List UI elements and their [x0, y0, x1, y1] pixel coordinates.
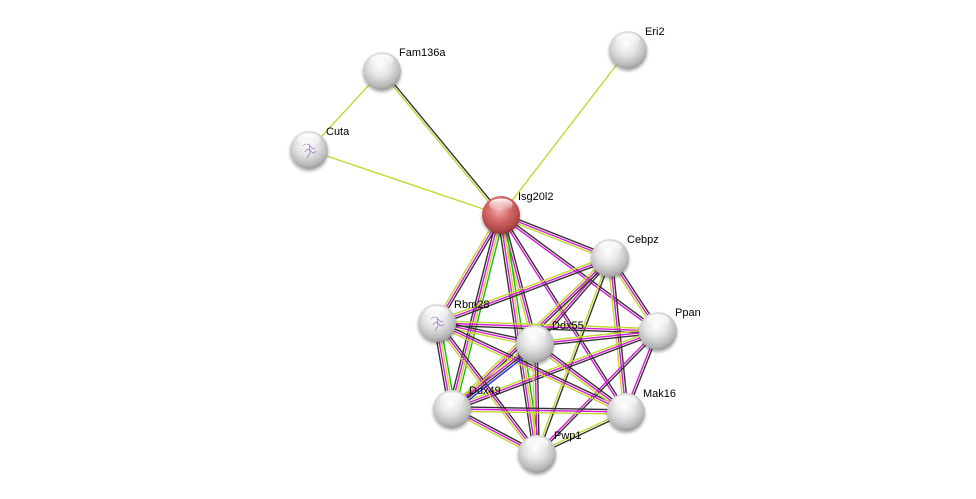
edge-line-coexpression: [382, 69, 503, 215]
node-cebpz[interactable]: Cebpz: [591, 234, 659, 277]
node-label: Eri2: [645, 26, 665, 38]
edge-rbm28-pwp1[interactable]: [434, 321, 540, 456]
edge-line-coexpression: [452, 332, 660, 412]
node-highlight: [525, 437, 549, 450]
edge-line-experiments: [436, 214, 502, 324]
node-label: Ddx55: [552, 320, 584, 332]
node-highlight: [489, 198, 513, 211]
node-label: Cebpz: [627, 234, 659, 246]
edge-line-coexpression: [436, 324, 658, 334]
node-isg20l2[interactable]: Isg20l2: [482, 191, 553, 234]
node-label: Isg20l2: [518, 191, 553, 203]
node-label: Rbm28: [454, 299, 489, 311]
node-label: Fam136a: [399, 47, 446, 59]
node-eri2[interactable]: Eri2: [609, 26, 665, 69]
edge-line-experiments: [436, 257, 611, 324]
node-highlight: [616, 33, 640, 46]
edge-eri2-isg20l2[interactable]: [500, 49, 629, 216]
edge-line-textmining: [535, 257, 610, 454]
node-highlight: [297, 133, 321, 146]
node-label: Ddx49: [469, 385, 501, 397]
edge-line-textmining: [450, 328, 658, 408]
edge-line-coexpression: [437, 320, 628, 411]
edge-line-textmining: [452, 215, 503, 410]
edge-line-textmining: [533, 345, 626, 415]
edge-line-coexpression: [452, 406, 627, 411]
edge-line-experiments: [499, 215, 537, 455]
node-highlight: [425, 306, 449, 319]
edge-line-coexpression: [438, 321, 540, 454]
node-ddx55[interactable]: Ddx55: [516, 320, 584, 363]
edge-line-coexpression: [535, 341, 628, 411]
edge-fam136a-isg20l2[interactable]: [380, 69, 503, 217]
edge-line-coexpression: [437, 259, 612, 326]
edge-isg20l2-ddx49[interactable]: [448, 214, 505, 410]
edge-line-textmining: [380, 71, 501, 217]
node-highlight: [440, 392, 464, 405]
edge-isg20l2-ppan[interactable]: [499, 213, 660, 333]
edge-line-textmining: [500, 49, 629, 216]
edge-line-experiments: [534, 330, 659, 345]
edge-ppan-ddx49[interactable]: [450, 328, 660, 412]
edge-line-textmining: [434, 323, 536, 456]
edge-line-coexpression: [536, 258, 613, 346]
edge-line-textmining: [435, 255, 610, 322]
edge-line-experiments: [436, 322, 659, 332]
node-highlight: [370, 54, 394, 67]
edge-cuta-isg20l2[interactable]: [308, 149, 502, 216]
node-ddx49[interactable]: Ddx49: [433, 385, 501, 428]
edge-ddx49-mak16[interactable]: [451, 406, 627, 415]
edge-line-experiments: [499, 215, 658, 333]
node-label: Mak16: [643, 388, 676, 400]
node-cuta[interactable]: Cuta: [290, 126, 350, 169]
edge-line-textmining: [451, 410, 626, 415]
node-highlight: [646, 314, 670, 327]
edge-line-textmining: [435, 324, 626, 415]
edge-isg20l2-cebpz[interactable]: [499, 212, 612, 261]
edge-line-experiments: [535, 329, 658, 454]
edge-line-experiments: [436, 322, 538, 455]
node-label: Ppan: [675, 307, 701, 319]
node-mak16[interactable]: Mak16: [607, 388, 676, 431]
edge-line-experiments: [499, 215, 626, 413]
edge-line-experiments: [450, 214, 501, 409]
edge-line-textmining: [534, 328, 658, 343]
edge-line-textmining: [437, 320, 659, 330]
node-highlight: [614, 395, 638, 408]
edge-line-coexpression: [502, 214, 538, 344]
edge-line-experiments: [500, 214, 536, 345]
edge-isg20l2-ddx55[interactable]: [498, 214, 538, 345]
node-highlight: [598, 241, 622, 254]
edge-line-coexpression: [537, 258, 612, 455]
edge-line-textmining: [498, 215, 534, 345]
edge-line-coexpression: [535, 332, 659, 347]
edge-cebpz-rbm28[interactable]: [435, 255, 612, 326]
edge-line-coexpression: [497, 215, 535, 455]
node-pwp1[interactable]: Pwp1: [518, 430, 582, 473]
edge-cebpz-pwp1[interactable]: [535, 257, 612, 455]
node-fam136a[interactable]: Fam136a: [363, 47, 446, 90]
edge-ppan-ddx55[interactable]: [534, 328, 659, 347]
node-rbm28[interactable]: Rbm28: [418, 299, 489, 342]
edge-line-textmining: [434, 213, 500, 323]
edge-line-coexpression: [501, 212, 612, 257]
edge-line-textmining: [499, 216, 610, 261]
node-ppan[interactable]: Ppan: [639, 307, 701, 350]
node-label: Pwp1: [554, 430, 582, 442]
edge-ppan-rbm28[interactable]: [436, 320, 659, 334]
edges-layer: [308, 49, 661, 457]
edge-line-database: [454, 215, 505, 410]
edge-line-experiments: [436, 322, 627, 413]
edge-line-experiments: [451, 408, 627, 413]
edge-line-textmining: [308, 149, 502, 216]
edge-line-experiments: [451, 330, 659, 410]
node-highlight: [523, 327, 547, 340]
edge-line-experiments: [500, 214, 611, 259]
node-label: Cuta: [326, 126, 350, 138]
edge-rbm28-mak16[interactable]: [435, 320, 628, 415]
